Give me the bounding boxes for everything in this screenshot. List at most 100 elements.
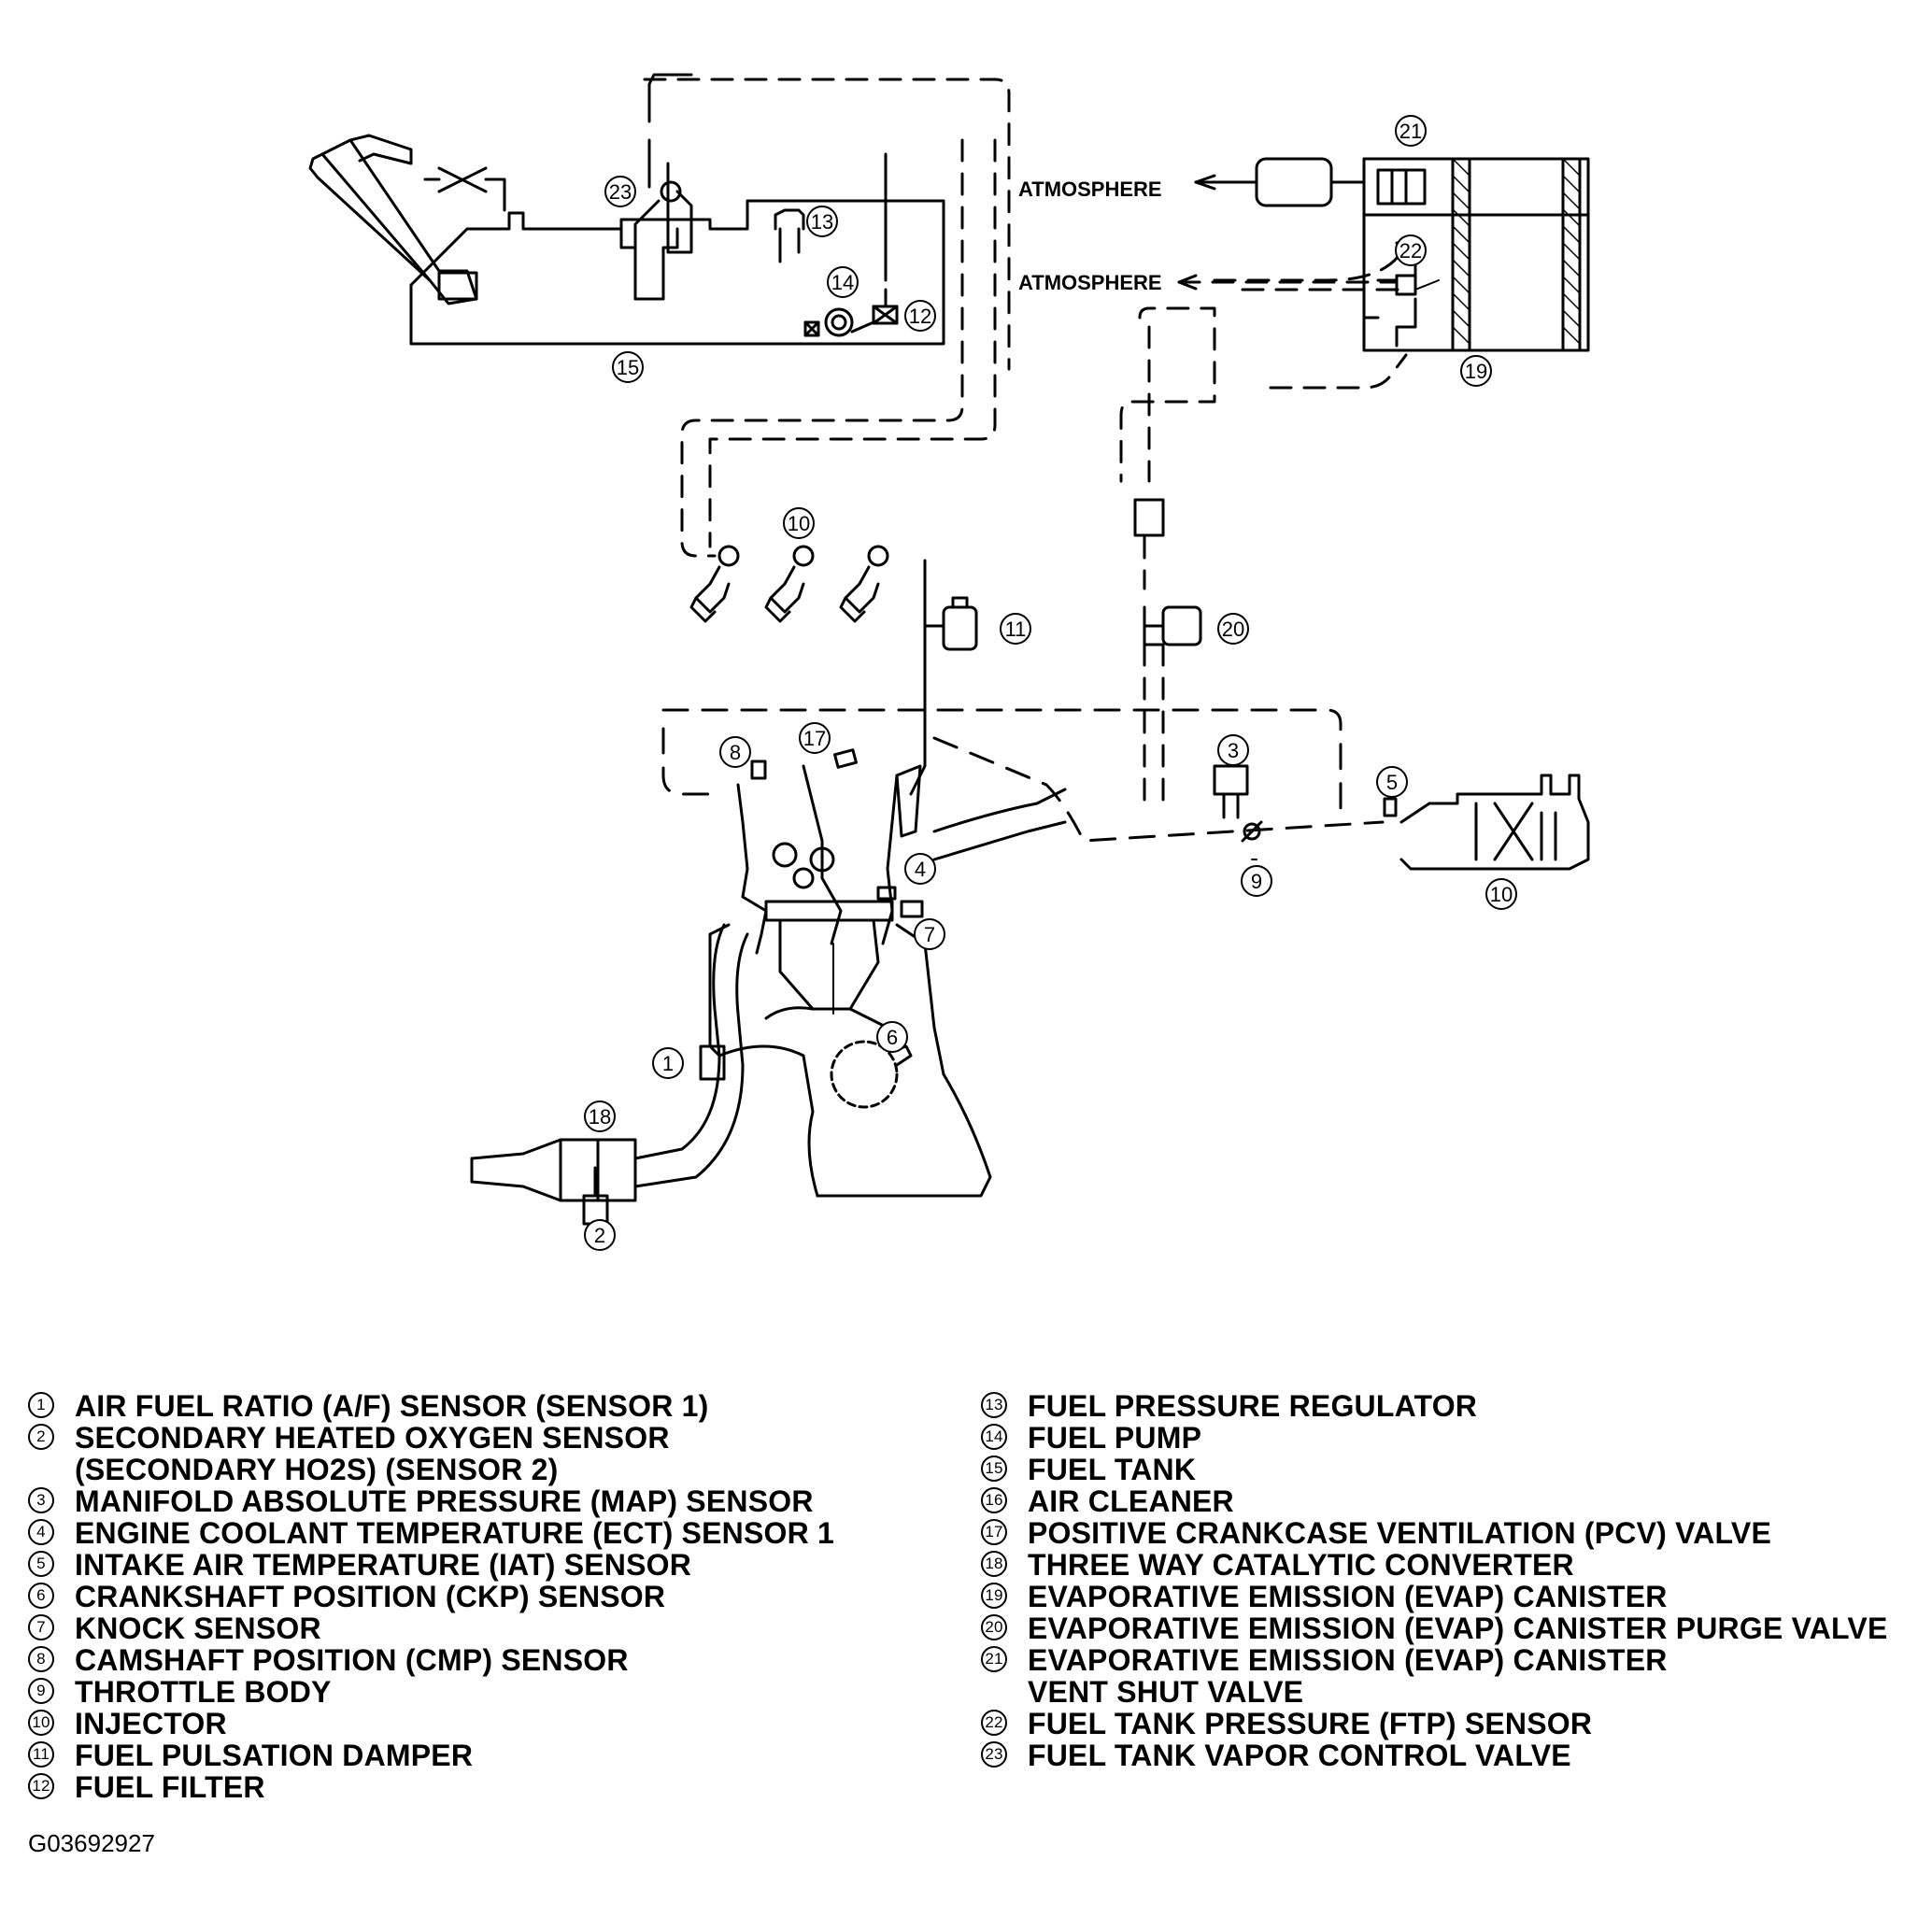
legend-text: CAMSHAFT POSITION (CMP) SENSOR (75, 1643, 629, 1677)
legend-number: 21 (981, 1646, 1007, 1672)
fuel-line (643, 78, 1011, 558)
callout-8: 8 (719, 736, 751, 768)
callout-18: 18 (584, 1100, 616, 1132)
legend-item: 9 THROTTLE BODY (28, 1676, 834, 1708)
legend-number: 20 (981, 1614, 1007, 1640)
legend-text: EVAPORATIVE EMISSION (EVAP) CANISTER VEN… (1028, 1643, 1668, 1709)
engine-sensors (750, 748, 924, 918)
legend-number: 15 (981, 1456, 1007, 1482)
callout-6: 6 (876, 1021, 908, 1053)
legend-number: 18 (981, 1551, 1007, 1577)
callout-4: 4 (904, 853, 936, 885)
engine-block (708, 764, 1067, 1198)
legend-text: FUEL PUMP (1028, 1421, 1202, 1455)
svg-text:8: 8 (730, 741, 741, 764)
map-sensor (1213, 764, 1249, 819)
system-diagram: 23 13 14 12 15 21 22 19 10 11 20 8 17 3 … (308, 73, 1590, 1251)
svg-text:12: 12 (909, 305, 931, 328)
legend-text: FUEL FILTER (75, 1770, 265, 1804)
fuel-pulsation-damper (909, 559, 978, 796)
legend-item: 13 FUEL PRESSURE REGULATOR (981, 1390, 1888, 1422)
legend-text: CRANKSHAFT POSITION (CKP) SENSOR (75, 1580, 666, 1613)
fuel-pressure-regulator (774, 208, 805, 263)
callout-20: 20 (1217, 613, 1249, 645)
legend-text: FUEL PRESSURE REGULATOR (1028, 1389, 1478, 1423)
legend-number: 9 (28, 1678, 54, 1704)
legend-item: 18 THREE WAY CATALYTIC CONVERTER (981, 1549, 1888, 1581)
callout-2: 2 (584, 1219, 616, 1251)
vapor-control-valve (619, 73, 693, 301)
callout-15: 15 (612, 351, 644, 383)
legend-number: 3 (28, 1487, 54, 1513)
legend-item: 2 SECONDARY HEATED OXYGEN SENSOR (SECONDA… (28, 1422, 834, 1485)
legend-number: 8 (28, 1646, 54, 1672)
fuel-pump (803, 307, 854, 337)
legend-number: 1 (28, 1392, 54, 1418)
air-cleaner (1399, 774, 1590, 871)
legend-number: 12 (28, 1773, 54, 1799)
svg-text:18: 18 (589, 1105, 611, 1129)
legend-text: THREE WAY CATALYTIC CONVERTER (1028, 1548, 1574, 1582)
legend-text: FUEL PULSATION DAMPER (75, 1739, 474, 1772)
callout-13: 13 (806, 206, 838, 237)
legend-number: 4 (28, 1519, 54, 1545)
svg-text:17: 17 (803, 727, 826, 750)
purge-line (1119, 250, 1408, 815)
atmosphere-label-top: ATMOSPHERE (1018, 178, 1162, 201)
legend-number: 2 (28, 1424, 54, 1450)
legend-number: 16 (981, 1487, 1007, 1513)
legend-item: 17 POSITIVE CRANKCASE VENTILATION (PCV) V… (981, 1517, 1888, 1549)
legend-text: SECONDARY HEATED OXYGEN SENSOR (SECONDAR… (75, 1421, 670, 1486)
callout-9: 9 (1241, 865, 1272, 897)
legend-item: 4 ENGINE COOLANT TEMPERATURE (ECT) SENSOR… (28, 1517, 834, 1549)
legend-item: 5 INTAKE AIR TEMPERATURE (IAT) SENSOR (28, 1549, 834, 1581)
legend-item: 8 CAMSHAFT POSITION (CMP) SENSOR (28, 1644, 834, 1676)
svg-text:4: 4 (915, 858, 926, 881)
callout-17: 17 (799, 722, 831, 754)
legend-number: 5 (28, 1551, 54, 1577)
callout-14: 14 (827, 266, 859, 298)
legend-number: 6 (28, 1583, 54, 1609)
callout-3: 3 (1217, 734, 1249, 766)
legend-text: INTAKE AIR TEMPERATURE (IAT) SENSOR (75, 1548, 692, 1582)
callout-5: 5 (1376, 766, 1408, 798)
svg-text:10: 10 (788, 512, 810, 535)
intake-manifold (661, 708, 1385, 843)
legend-text: EVAPORATIVE EMISSION (EVAP) CANISTER PUR… (1028, 1612, 1888, 1645)
legend-item: 20 EVAPORATIVE EMISSION (EVAP) CANISTER P… (981, 1612, 1888, 1644)
legend-text: ENGINE COOLANT TEMPERATURE (ECT) SENSOR … (75, 1516, 834, 1550)
legend-number: 10 (28, 1710, 54, 1736)
legend-item: 21 EVAPORATIVE EMISSION (EVAP) CANISTER V… (981, 1644, 1888, 1708)
legend-number: 17 (981, 1519, 1007, 1545)
legend-text: THROTTLE BODY (75, 1675, 332, 1709)
legend-item: 12 FUEL FILTER (28, 1771, 834, 1803)
figure-id: G03692927 (28, 1829, 155, 1857)
callout-21: 21 (1395, 115, 1427, 147)
svg-text:9: 9 (1251, 870, 1262, 893)
svg-text:1: 1 (662, 1052, 674, 1075)
atmosphere-arrow (1177, 274, 1198, 291)
evap-canister (1362, 157, 1590, 352)
svg-text:15: 15 (617, 356, 639, 379)
callout-1: 1 (652, 1047, 684, 1079)
svg-text:19: 19 (1465, 360, 1487, 383)
callout-19: 19 (1460, 355, 1492, 387)
exhaust-system (470, 923, 749, 1226)
legend-number: 13 (981, 1392, 1007, 1418)
legend-text: POSITIVE CRANKCASE VENTILATION (PCV) VAL… (1028, 1516, 1772, 1550)
legend-text: FUEL TANK VAPOR CONTROL VALVE (1028, 1739, 1571, 1772)
callout-10-air: 10 (1485, 878, 1517, 910)
